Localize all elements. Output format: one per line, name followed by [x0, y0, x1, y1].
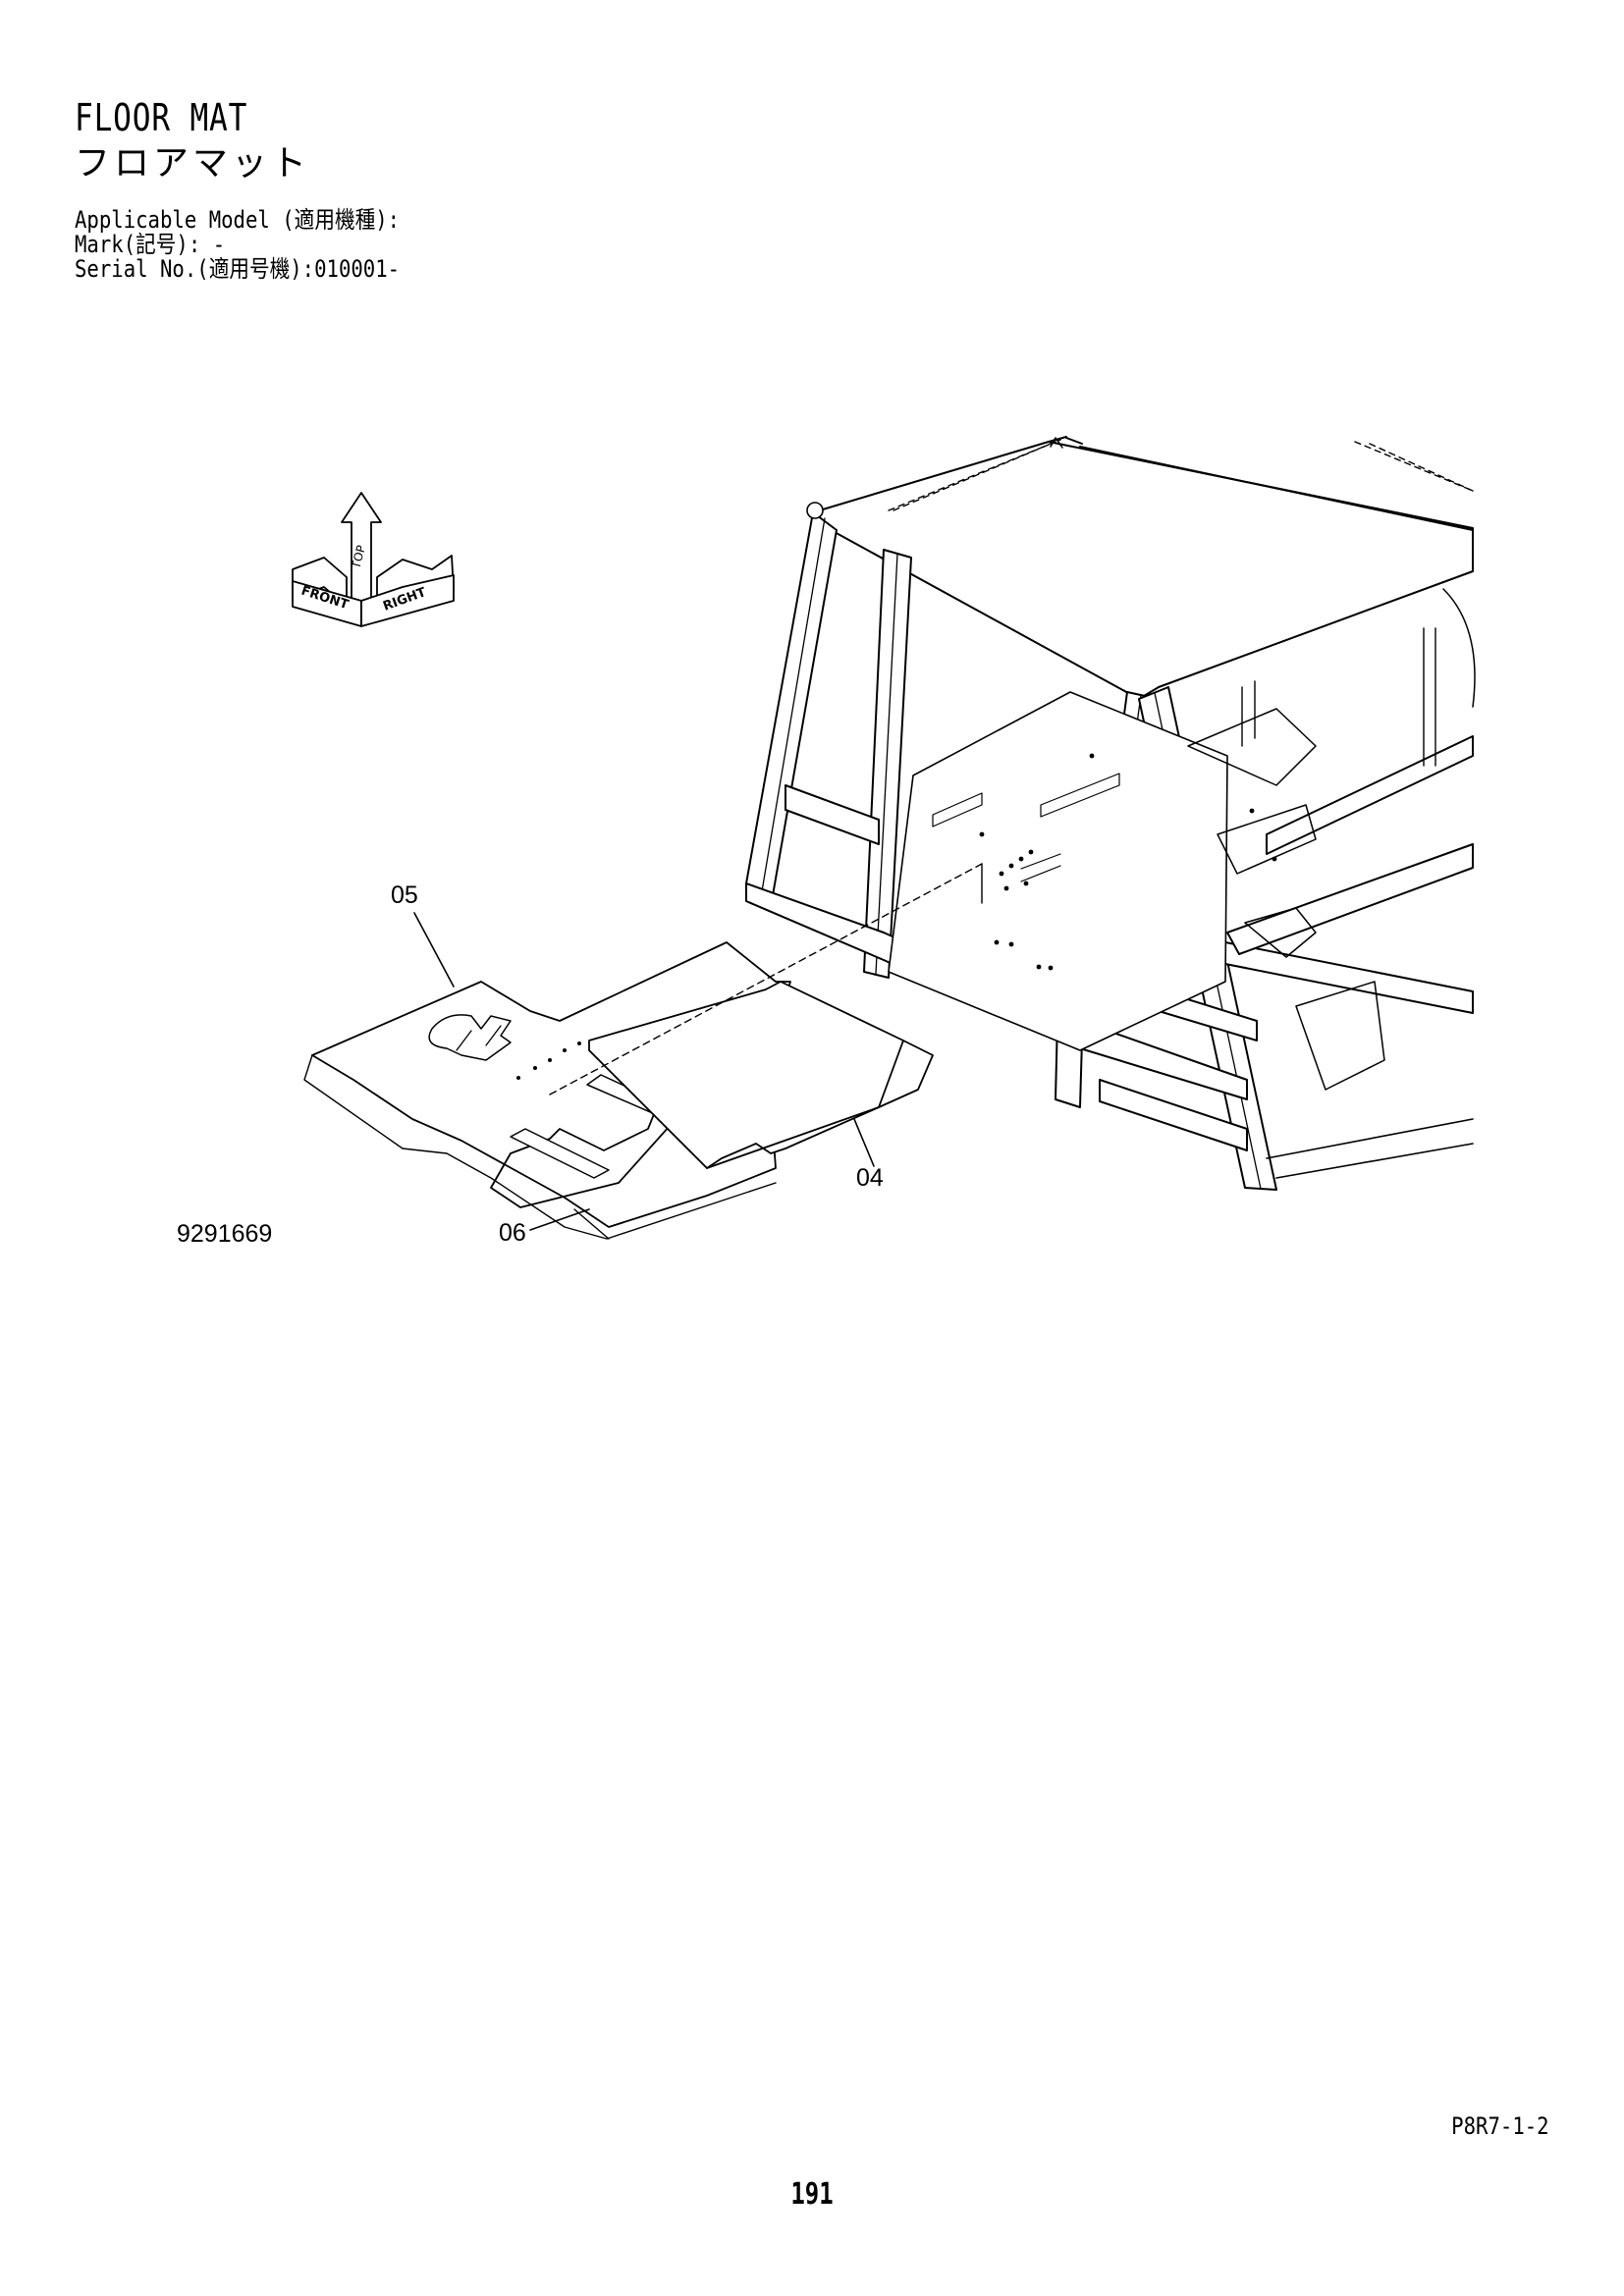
lifting-eye-icon	[806, 502, 824, 519]
applicable-model-line: Applicable Model (適用機種):	[75, 206, 401, 234]
leader-06	[529, 1208, 590, 1231]
serial-number-line: Serial No.(適用号機):010001-	[75, 255, 401, 283]
orientation-arrow-icon: TOP FRONT RIGHT	[292, 492, 455, 627]
page-code: P8R7-1-2	[1451, 2112, 1549, 2140]
model-info: Applicable Model (適用機種): Mark(記号): - Ser…	[75, 208, 400, 282]
page-header: FLOOR MAT フロアマット Applicable Model (適用機種)…	[75, 96, 453, 282]
leader-05	[413, 912, 455, 988]
mark-line: Mark(記号): -	[75, 231, 226, 258]
page-title-japanese: フロアマット	[75, 143, 311, 184]
orientation-label-top: TOP	[349, 544, 368, 571]
drawing-number: 9291669	[177, 1220, 272, 1248]
page-number: 191	[790, 2177, 834, 2212]
callout-05: 05	[391, 881, 418, 909]
callout-06: 06	[499, 1219, 526, 1247]
callout-04: 04	[856, 1164, 884, 1192]
projection-line	[549, 863, 983, 1095]
leader-04	[853, 1118, 875, 1167]
page-title: FLOOR MAT	[75, 96, 248, 139]
cab-frame	[745, 436, 1476, 1191]
